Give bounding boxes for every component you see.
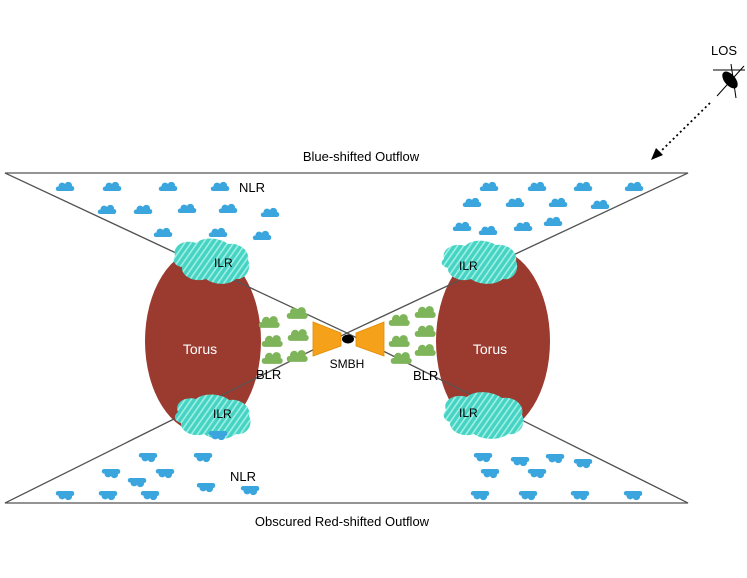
jet-left [312, 321, 342, 357]
nlr-label-lower: NLR [230, 469, 256, 484]
smbh-label: SMBH [330, 357, 365, 371]
eye-icon [713, 63, 745, 99]
torus-label-right: Torus [473, 341, 507, 357]
ilr-lower-left [174, 394, 251, 439]
torus-label-left: Torus [183, 341, 217, 357]
ilr-upper-right [441, 240, 518, 284]
upper-cone [4, 172, 689, 334]
torus-left [145, 249, 261, 433]
ilr-lower-right [443, 392, 524, 439]
jet-right [355, 321, 385, 357]
blr-clouds-left [258, 307, 309, 364]
ilr-label-lower-left: ILR [213, 407, 232, 421]
torus-right [436, 249, 550, 433]
ilr-upper-left [173, 238, 250, 284]
bottom-title: Obscured Red-shifted Outflow [255, 514, 430, 529]
los-label: LOS [711, 43, 737, 58]
blr-clouds-right [388, 306, 436, 364]
los-arrow [651, 102, 711, 160]
nlr-label-upper: NLR [239, 180, 265, 195]
blr-label-left: BLR [256, 367, 281, 382]
smbh-dot [342, 334, 354, 344]
ilr-label-upper-right: ILR [459, 259, 478, 273]
ilr-label-lower-right: ILR [459, 406, 478, 420]
blr-label-right: BLR [413, 368, 438, 383]
top-title: Blue-shifted Outflow [303, 149, 420, 164]
ilr-label-upper-left: ILR [214, 256, 233, 270]
